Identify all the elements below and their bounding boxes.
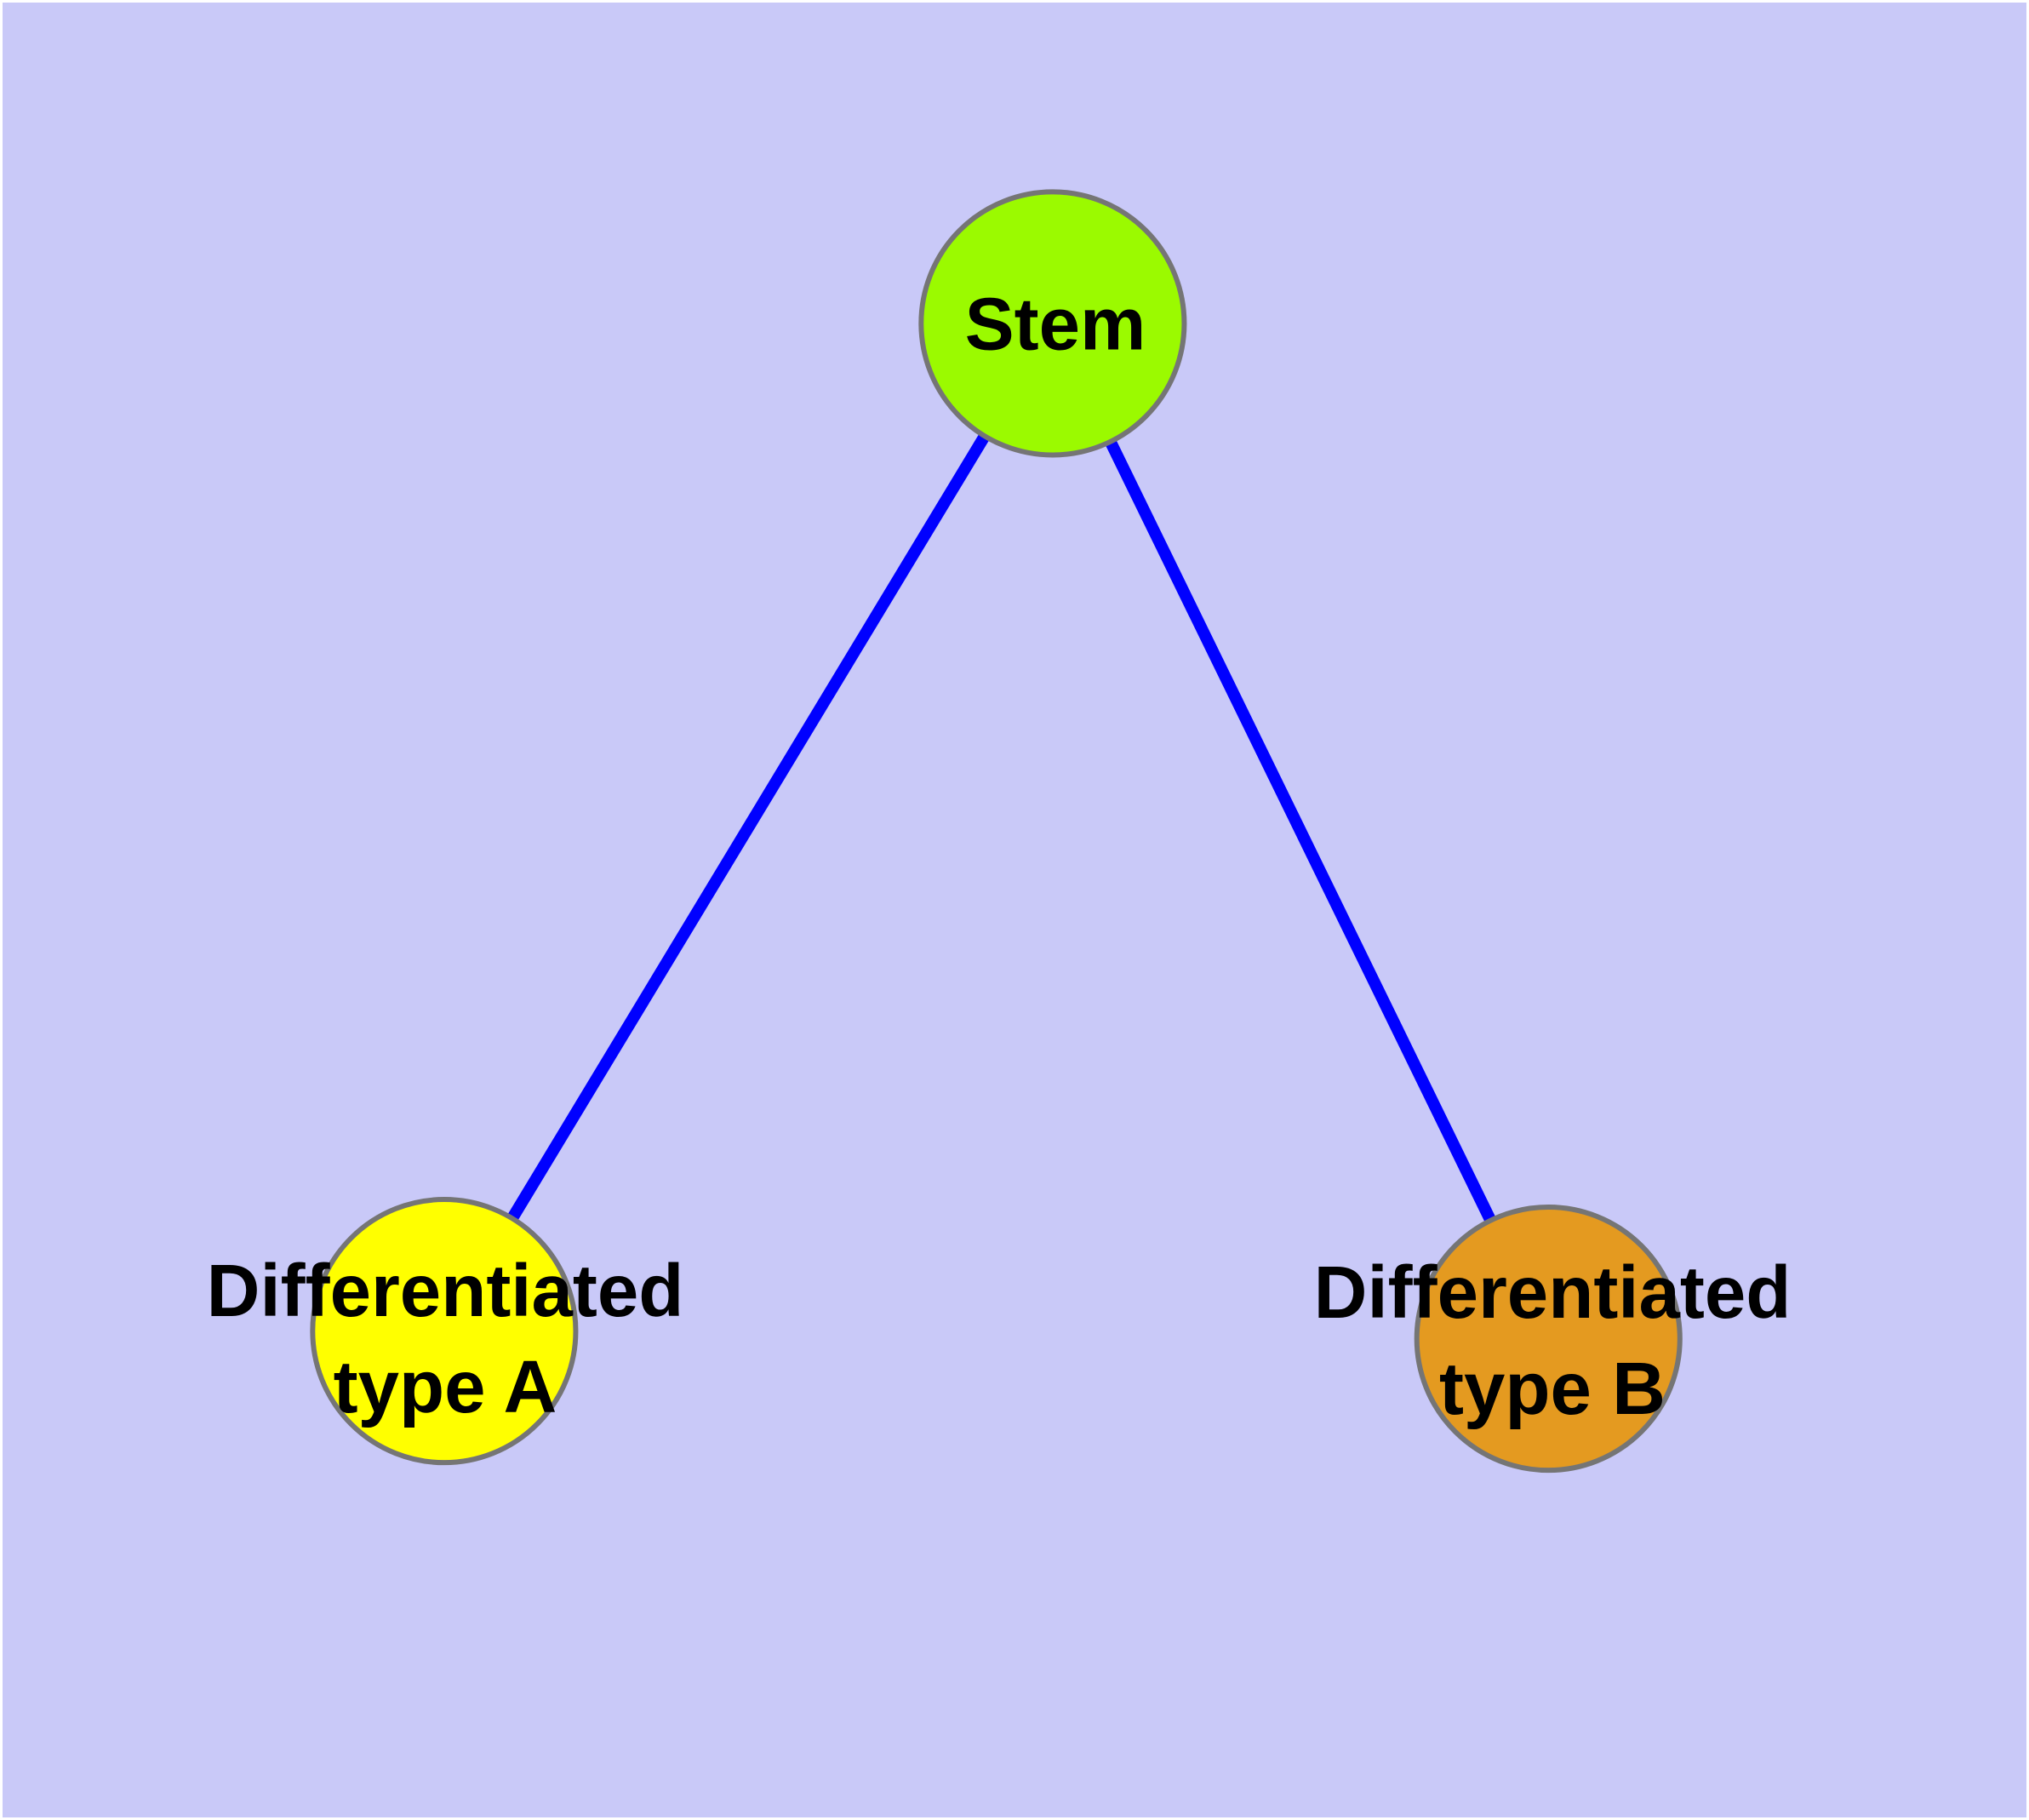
diff-type-b-node <box>1414 1205 1683 1474</box>
stem-node-label: Stem <box>964 283 1146 366</box>
diff-type-a-label: Differentiated type A <box>207 1243 684 1435</box>
diff-type-b-label-line1: Differentiated <box>1313 1251 1792 1334</box>
edge-stem-to-type-a <box>437 317 1059 1337</box>
diff-type-b-label: Differentiated type B <box>1314 1245 1792 1437</box>
stem-node <box>918 189 1187 458</box>
diff-type-a-label-line1: Differentiated <box>206 1250 684 1332</box>
diff-type-a-node <box>310 1197 579 1466</box>
graph-svg <box>310 189 1683 1474</box>
diff-type-a-label-line2: type A <box>333 1346 557 1428</box>
edge-stem-to-type-b <box>1046 317 1555 1345</box>
diff-type-b-label-line2: type B <box>1439 1348 1666 1430</box>
